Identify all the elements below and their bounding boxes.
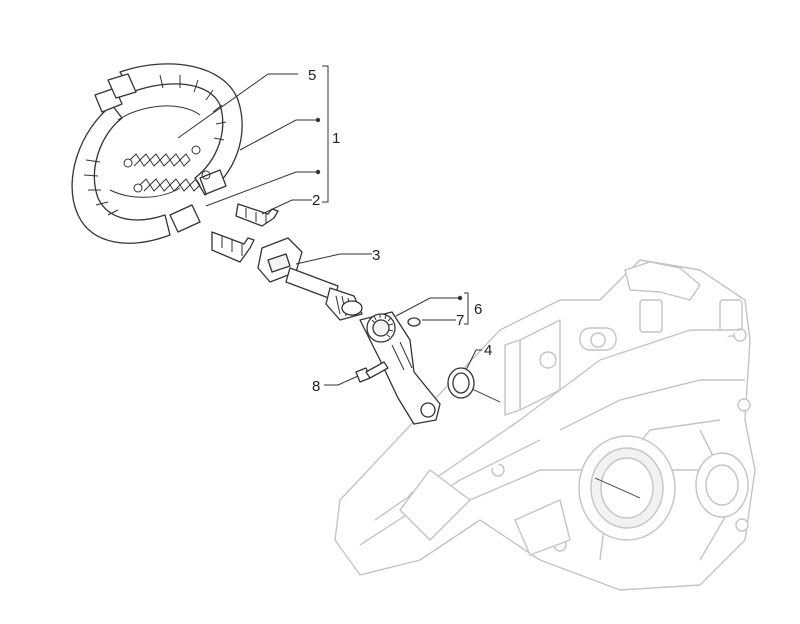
callout-5: 5 [308, 67, 316, 84]
spring-clip-upper [235, 203, 279, 227]
leader-lines [177, 65, 482, 386]
callout-2: 2 [312, 192, 320, 209]
callout-1: 1 [332, 130, 340, 147]
small-washer [407, 317, 421, 327]
crankcase-housing [334, 259, 756, 591]
callout-4: 4 [484, 342, 492, 359]
brake-cam-shaft [257, 237, 363, 321]
assembly-axis-line-2 [594, 477, 641, 499]
callout-7: 7 [456, 312, 464, 329]
lever-bolt [355, 361, 389, 383]
callout-8: 8 [312, 378, 320, 395]
lower-spring [133, 170, 211, 193]
upper-spring [123, 145, 201, 168]
brake-lever [359, 311, 441, 425]
assembly-axis-line [469, 387, 501, 403]
spring-clip-lower [211, 231, 255, 263]
brake-shoe-assembly [71, 63, 243, 244]
seal-ring [447, 367, 475, 399]
callout-6: 6 [474, 301, 482, 318]
callout-3: 3 [372, 247, 380, 264]
